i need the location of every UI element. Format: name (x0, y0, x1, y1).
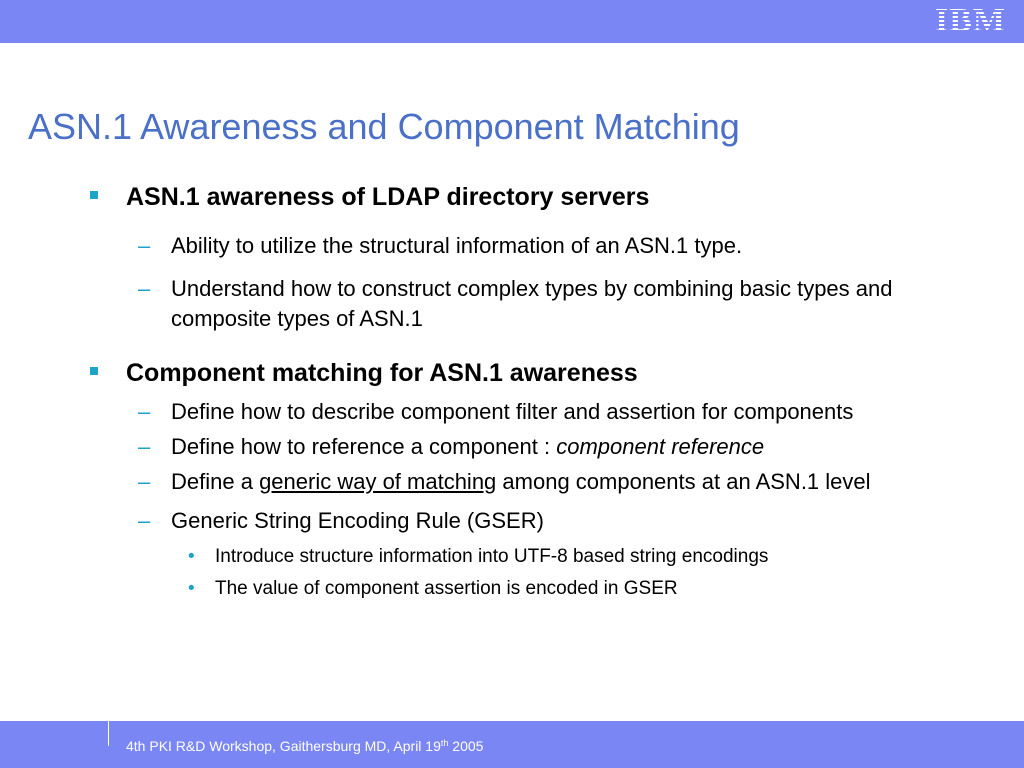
footer-divider (108, 721, 109, 746)
bullet-text: Generic String Encoding Rule (GSER) (171, 508, 544, 533)
footer-text: 4th PKI R&D Workshop, Gaithersburg MD, A… (126, 737, 483, 755)
dash-bullet-icon: – (138, 469, 151, 494)
bullet-text: among components at an ASN.1 level (496, 469, 871, 494)
bullet-text: Define how to describe component filter … (171, 399, 854, 424)
bullet-text: Introduce structure information into UTF… (215, 546, 769, 567)
header-band: IBM (0, 0, 1024, 43)
bullet-text: The value of component assertion is enco… (215, 578, 678, 599)
bullet-text: Ability to utilize the structural inform… (171, 233, 743, 258)
ibm-logo: IBM (935, 2, 1006, 39)
bullet-text: Understand how to construct complex type… (171, 276, 893, 331)
bullet-level2: – Define a generic way of matching among… (88, 467, 988, 497)
dot-bullet-icon: • (188, 578, 195, 599)
footer-text-main: 4th PKI R&D Workshop, Gaithersburg MD, A… (126, 738, 441, 754)
emphasis-text: component reference (556, 434, 765, 459)
bullet-level2: – Define how to describe component filte… (88, 397, 988, 427)
dash-bullet-icon: – (138, 399, 151, 424)
dash-bullet-icon: – (138, 434, 151, 459)
footer-band: 4th PKI R&D Workshop, Gaithersburg MD, A… (0, 721, 1024, 768)
footer-superscript: th (440, 738, 449, 748)
bullet-level2: – Ability to utilize the structural info… (88, 231, 988, 261)
bullet-level2: – Define how to reference a component : … (88, 432, 988, 462)
bullet-level2: – Understand how to construct complex ty… (88, 274, 988, 334)
square-bullet-icon (90, 191, 98, 199)
bullet-text: ASN.1 awareness of LDAP directory server… (126, 183, 650, 211)
slide-body: ASN.1 awareness of LDAP directory server… (88, 180, 988, 602)
bullet-text: Component matching for ASN.1 awareness (126, 359, 638, 387)
bullet-level1: Component matching for ASN.1 awareness (88, 356, 988, 390)
bullet-text: Define how to reference a component : (171, 434, 557, 459)
dash-bullet-icon: – (138, 276, 151, 301)
bullet-level3: • Introduce structure information into U… (88, 544, 988, 570)
dash-bullet-icon: – (138, 508, 151, 533)
dot-bullet-icon: • (188, 546, 195, 567)
bullet-level1: ASN.1 awareness of LDAP directory server… (88, 180, 988, 214)
slide-title: ASN.1 Awareness and Component Matching (28, 106, 740, 147)
bullet-level3: • The value of component assertion is en… (88, 576, 988, 602)
underlined-text: generic way of matching (259, 469, 497, 494)
footer-text-year: 2005 (448, 738, 484, 754)
bullet-level2: – Generic String Encoding Rule (GSER) (88, 506, 988, 536)
dash-bullet-icon: – (138, 233, 151, 258)
square-bullet-icon (90, 367, 98, 375)
bullet-text: Define a (171, 469, 260, 494)
